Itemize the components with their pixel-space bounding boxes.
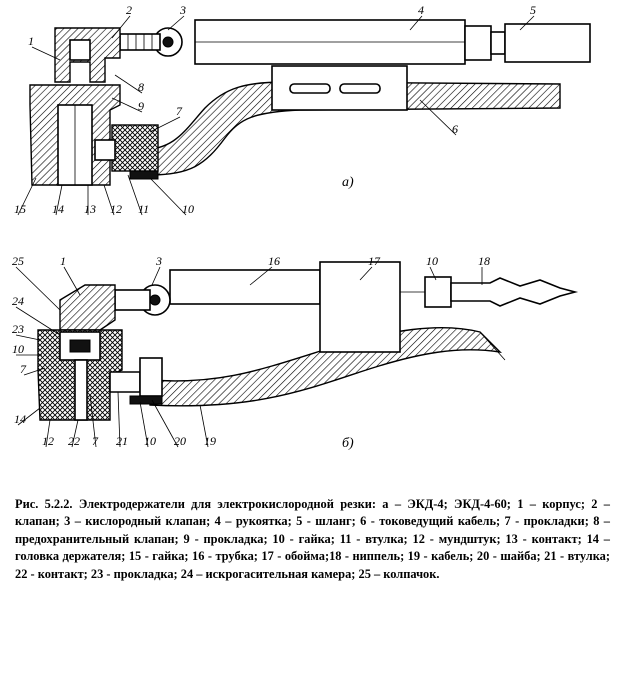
- diagram-b-callout-17: 10: [144, 434, 156, 448]
- bushing-b: [109, 371, 141, 393]
- diagram-b-leader-2: [63, 266, 81, 296]
- diagram-a-leader-14: [55, 184, 63, 216]
- callouts-b: 25 1 3 16 17 10 18 24 23 10 7 14 12 22 7 21 10 20 19: [12, 254, 490, 448]
- figure-caption: Рис. 5.2.2. Электродержатели для электро…: [15, 497, 610, 581]
- diagram-a-leader-4: [409, 15, 423, 31]
- diagram-a-leader-8: [114, 74, 143, 94]
- diagram-b-callout-4: 16: [268, 254, 280, 268]
- diagram-b-callout-11: 7: [20, 362, 27, 376]
- diagram-b-callout-1: 25: [12, 254, 24, 268]
- diagram-b-callout-6: 10: [426, 254, 438, 268]
- diagram-b-leader-5: [359, 266, 373, 281]
- nut-7-a: [111, 124, 159, 172]
- sublabel-b: б): [342, 436, 354, 451]
- diagram-a-callout-13: 13: [84, 202, 96, 216]
- hose-a: [504, 23, 591, 63]
- nut-a: [464, 25, 492, 61]
- sublabel-a: а): [342, 175, 354, 190]
- diagram-b-callout-8: 24: [12, 294, 24, 308]
- diagram-a-leader-1: [31, 46, 61, 61]
- diagram-b-leader-17: [139, 401, 149, 448]
- diagram-b-leader-18: [151, 399, 179, 448]
- diagram-a-leader-11: [127, 174, 143, 216]
- diagram-a-callout-10: 10: [182, 202, 194, 216]
- diagram-b-leader-15: [89, 394, 97, 448]
- nipple-b: [450, 277, 579, 307]
- cable-nut-b: [139, 357, 163, 397]
- diagram-a-leader-6: [419, 99, 457, 136]
- diagram-b-leader-14: [71, 419, 79, 448]
- current-cable-a: [138, 81, 561, 176]
- diagram-a-leader-2: [111, 15, 131, 39]
- diagram-b-callout-19: 19: [204, 434, 216, 448]
- diagram-b-callout-2: 1: [60, 254, 66, 268]
- diagram-b-leader-6: [429, 266, 437, 281]
- diagram-b-leader-13: [45, 419, 51, 448]
- diagram-a-callout-11: 11: [138, 202, 149, 216]
- diagram-a-leader-5: [519, 15, 535, 31]
- diagram-a-callout-4: 4: [418, 3, 424, 17]
- clip-b: [319, 261, 401, 353]
- diagram-b-leader-12: [17, 407, 41, 426]
- diagram-a-callout-1: 1: [28, 34, 34, 48]
- diagram-a-callout-9: 9: [138, 99, 144, 113]
- diagram-a-leader-7: [149, 116, 181, 133]
- diagram-a-leader-15: [17, 177, 37, 216]
- diagram-a-callout-2: 2: [126, 3, 132, 17]
- diagram-a-callout-15: 15: [14, 202, 26, 216]
- diagram-b-leader-3: [151, 266, 161, 286]
- body-b: [59, 284, 116, 331]
- diagram-b-callout-3: 3: [155, 254, 162, 268]
- diagram-b-leader-11: [23, 367, 46, 376]
- diagram-b-leader-4: [249, 266, 273, 286]
- diagram-b-callout-15: 7: [92, 434, 99, 448]
- diagram-b-callout-12: 14: [14, 412, 26, 426]
- nut-10-a: [129, 170, 159, 180]
- nut-b: [424, 276, 452, 308]
- diagram-b: [37, 261, 579, 421]
- washer-b: [129, 395, 163, 405]
- diagram-a-callout-8: 8: [138, 80, 144, 94]
- diagram-b-leader-19: [199, 404, 209, 448]
- diagram-a-callout-5: 5: [530, 3, 536, 17]
- diagram-b-callout-9: 23: [12, 322, 24, 336]
- diagram-a-leader-9: [111, 97, 143, 113]
- diagram-a-callout-12: 12: [110, 202, 122, 216]
- diagram-a-callout-14: 14: [52, 202, 64, 216]
- diagram-a: [29, 19, 591, 186]
- diagram-b-callout-5: 17: [368, 254, 381, 268]
- tube-b: [169, 269, 321, 305]
- diagram-b-callout-14: 22: [68, 434, 80, 448]
- diagram-b-leader-9: [15, 334, 41, 341]
- diagram-a-leader-10: [149, 177, 187, 216]
- diagram-b-leader-1: [15, 266, 61, 311]
- diagram-a-leader-3: [167, 15, 185, 31]
- diagram-b-callout-7: 18: [478, 254, 490, 268]
- diagram-a-leader-12: [103, 184, 115, 216]
- diagram-b-leader-8: [15, 306, 61, 336]
- diagram-b-callout-18: 20: [174, 434, 186, 448]
- diagram-b-leader-16: [117, 391, 121, 448]
- cable-b: [149, 326, 502, 407]
- diagram-a-callout-6: 6: [452, 122, 458, 136]
- diagram-b-callout-13: 12: [42, 434, 54, 448]
- diagram-b-callout-16: 21: [116, 434, 128, 448]
- diagram-a-callout-7: 7: [176, 104, 183, 118]
- diagram-a-callout-3: 3: [179, 3, 186, 17]
- diagram-b-callout-10: 10: [12, 342, 24, 356]
